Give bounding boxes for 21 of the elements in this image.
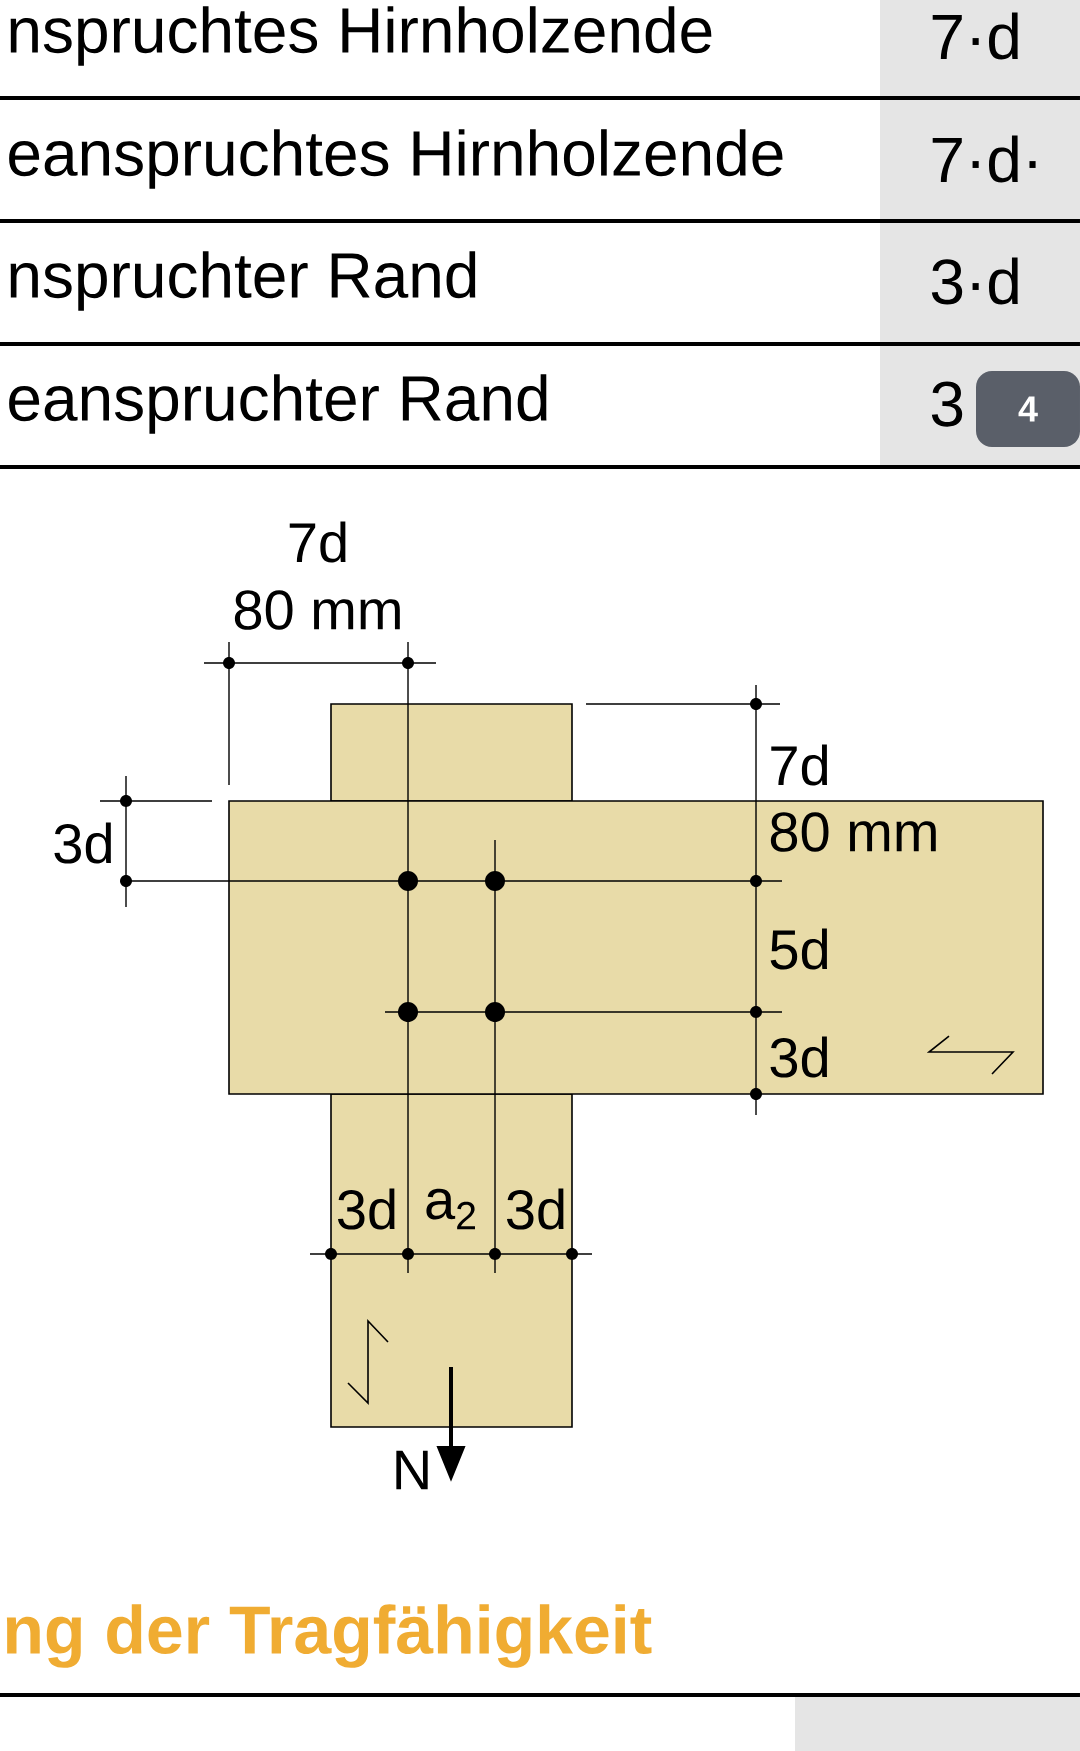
dimension-label: 7d	[771, 744, 828, 786]
page-badge: 4	[976, 371, 1080, 447]
table-cell: eanspruchter Rand	[9, 374, 547, 434]
dimension-label: 3d	[507, 1188, 564, 1230]
table-cell: 7·d	[932, 12, 1018, 60]
dimension-label: 80 mm	[770, 812, 936, 852]
table-cell: 7·d·	[932, 135, 1036, 183]
dimension-label: 5d	[770, 928, 828, 970]
table-cell: 3·d	[931, 257, 1018, 305]
section-heading: ng der Tragfähigkeit	[6, 1604, 652, 1668]
table-cell: eanspruchtes Hirnholzende	[9, 129, 783, 189]
table-cell: nspruchter Rand	[10, 251, 476, 311]
dimension-label: 3d	[338, 1188, 395, 1230]
dimension-label: a$_{2}$	[426, 1188, 475, 1230]
dimension-label: 3d	[770, 1036, 828, 1078]
dimension-label: 80 mm	[234, 590, 400, 630]
dimension-label: N	[396, 1450, 428, 1490]
dimension-label: 3d	[54, 822, 111, 864]
dimension-label: 7d	[289, 521, 346, 563]
table-cell: nspruchtes Hirnholzende	[10, 6, 712, 66]
table-cell: 3	[931, 381, 963, 427]
